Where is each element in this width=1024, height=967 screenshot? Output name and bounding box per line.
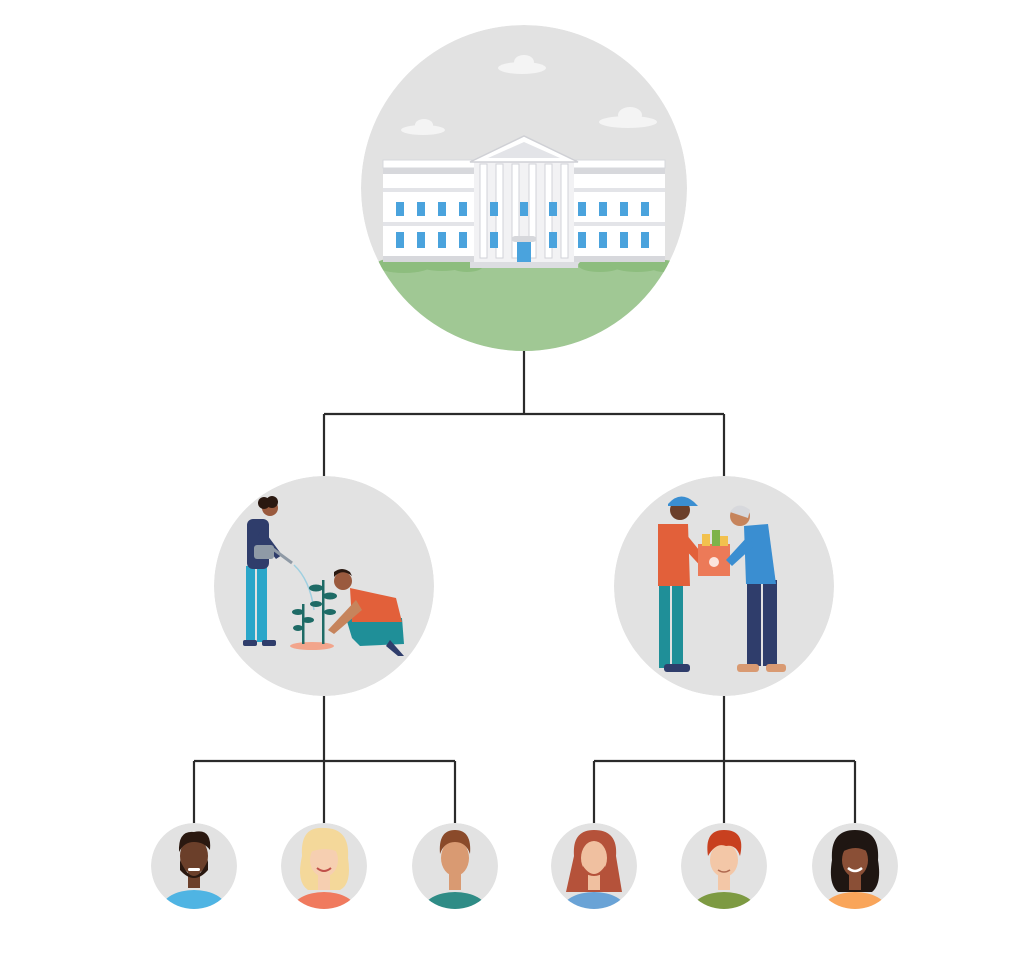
person-man-icon: [412, 823, 498, 909]
connector-root-children: [322, 351, 726, 476]
donation-node: [614, 476, 834, 696]
connector-lines: [192, 351, 857, 823]
plant-icon: [292, 580, 337, 644]
person-node-6: [812, 823, 898, 909]
food-box-icon: [698, 530, 730, 576]
man-planting-figure: [328, 569, 404, 656]
person-node-3: [412, 823, 498, 909]
cloud-icon: [401, 55, 657, 135]
gardening-node: [214, 476, 434, 696]
root-node: [361, 25, 687, 351]
person-redhead-boy-icon: [681, 823, 767, 909]
white-house-icon: [361, 25, 687, 351]
person-node-5: [681, 823, 767, 909]
elderly-man-figure: [726, 505, 786, 672]
person-node-2: [281, 823, 367, 909]
gardening-volunteers-icon: [214, 476, 434, 696]
person-bearded-man-icon: [151, 823, 237, 909]
food-donation-icon: [614, 476, 834, 696]
person-blonde-woman-icon: [281, 823, 367, 909]
person-node-1: [151, 823, 237, 909]
connector-right-people: [592, 696, 857, 823]
woman-watering-figure: [243, 496, 293, 646]
person-long-hair-man-icon: [551, 823, 637, 909]
connector-left-people: [192, 696, 457, 823]
person-node-4: [551, 823, 637, 909]
person-woman-icon: [812, 823, 898, 909]
